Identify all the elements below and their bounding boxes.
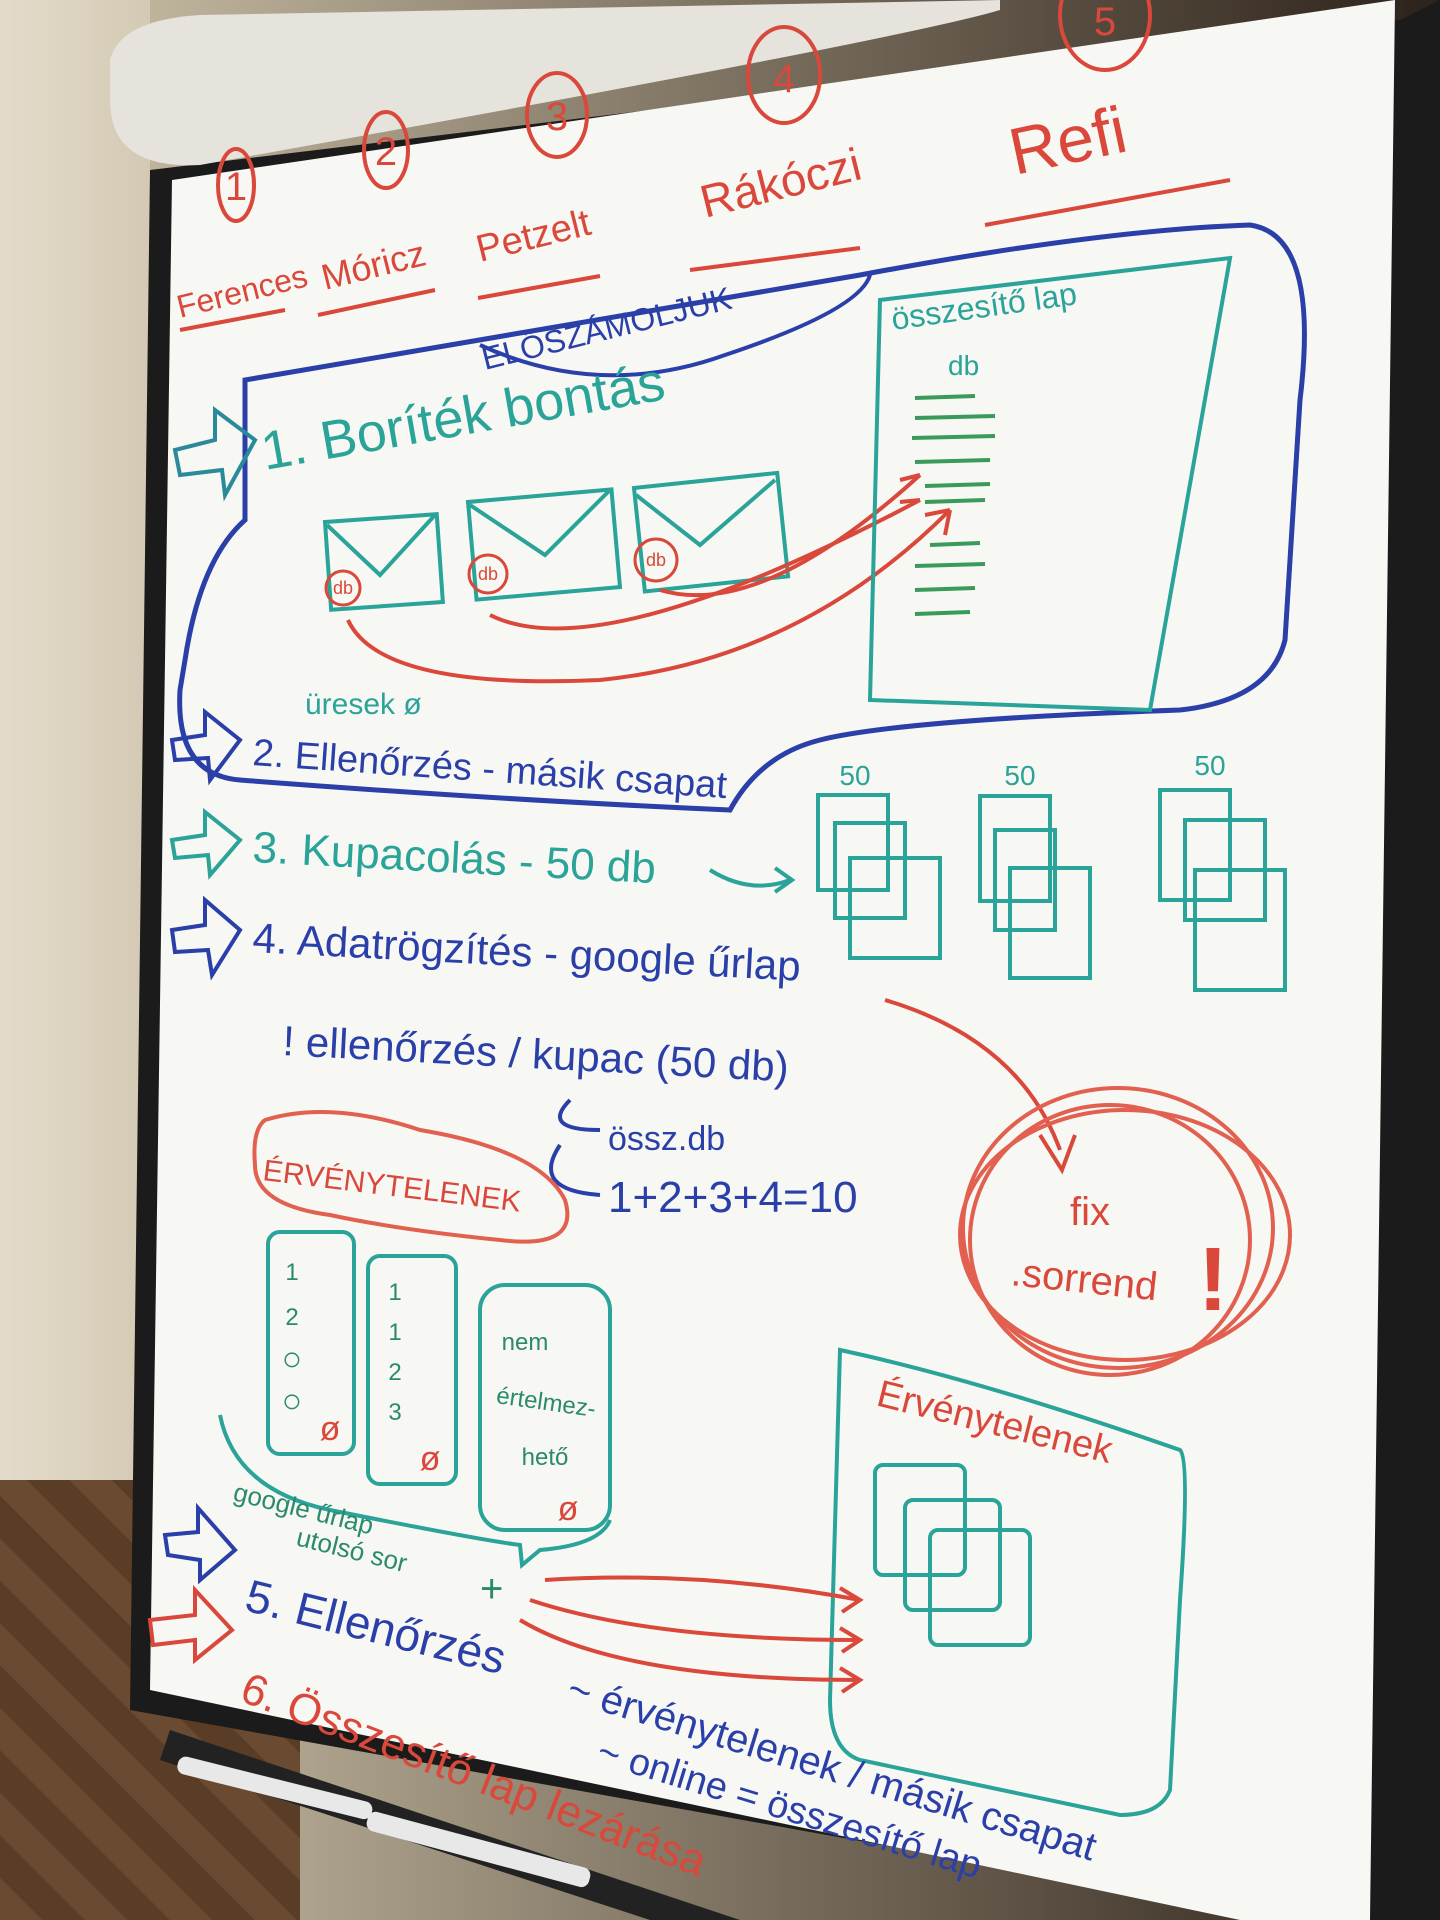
step-arrow-5 <box>162 1502 238 1585</box>
team-number-4: 4 <box>773 57 795 101</box>
precount-outline <box>177 222 1307 813</box>
invalid-cloud <box>252 1110 570 1244</box>
step4-sum: össz.db <box>608 1120 725 1158</box>
envelope-badges <box>324 537 679 607</box>
step-arrow-1 <box>172 406 258 502</box>
green-marker <box>366 1811 591 1888</box>
invalid-arrows <box>518 1575 864 1694</box>
precount-title-arc <box>479 274 872 378</box>
step-arrow-3 <box>169 807 243 880</box>
summary-sheet-lines <box>911 394 996 616</box>
col3-empty: ø <box>558 1490 579 1528</box>
col1-item-2: 2 <box>285 1304 298 1331</box>
sum-arrows <box>549 1098 601 1197</box>
step-arrow-6 <box>147 1584 235 1665</box>
col1-item-4: ○ <box>282 1382 303 1420</box>
paper-piles <box>816 788 1287 992</box>
invalid-box <box>827 1347 1187 1818</box>
col3-line-3: hető <box>522 1444 569 1471</box>
paper-roll <box>110 0 1000 166</box>
envelope-arrows <box>346 473 952 684</box>
step-arrow-2 <box>169 707 243 786</box>
col1-empty: ø <box>320 1410 341 1448</box>
fixed-order-line1: fix <box>1070 1190 1110 1234</box>
marker-tray <box>160 1730 740 1920</box>
col2-item-2: 1 <box>388 1319 401 1346</box>
team-number-5: 5 <box>1094 0 1116 44</box>
invalid-columns <box>218 1230 612 1569</box>
pile-count-3: 50 <box>1194 750 1225 781</box>
col2-item-4: 3 <box>388 1399 401 1426</box>
pile-count-1: 50 <box>839 760 870 791</box>
pile-count-2: 50 <box>1004 760 1035 791</box>
col1-item-1: 1 <box>285 1259 298 1286</box>
fixed-order-circles <box>958 1086 1292 1377</box>
col2-item-3: 2 <box>388 1359 401 1386</box>
envelope-count-2: db <box>478 564 498 584</box>
plus-sign: + <box>480 1567 503 1611</box>
fixed-order-exclamation: ! <box>1198 1230 1228 1330</box>
door <box>0 0 150 1500</box>
team-number-2: 2 <box>375 130 397 174</box>
envelope-count-3: db <box>646 550 666 570</box>
team-number-1: 1 <box>225 165 247 209</box>
team-circles <box>179 0 1231 332</box>
summary-sheet <box>867 255 1233 713</box>
step4-formula: 1+2+3+4=10 <box>608 1173 858 1222</box>
col3-line-1: nem <box>502 1329 549 1356</box>
pile-arrow <box>708 866 796 894</box>
envelopes <box>322 470 791 612</box>
step-arrow-4 <box>169 895 243 981</box>
blue-marker <box>177 1756 373 1820</box>
summary-sheet-db: db <box>948 350 979 381</box>
team-number-3: 3 <box>546 95 568 139</box>
empty-envelopes-note: üresek ø <box>305 688 422 721</box>
col1-item-3: ○ <box>282 1340 303 1378</box>
board-surface <box>150 0 1395 1920</box>
envelope-count-1: db <box>333 578 353 598</box>
col2-item-1: 1 <box>388 1279 401 1306</box>
col2-empty: ø <box>420 1440 441 1478</box>
invalid-stack <box>873 1463 1032 1647</box>
